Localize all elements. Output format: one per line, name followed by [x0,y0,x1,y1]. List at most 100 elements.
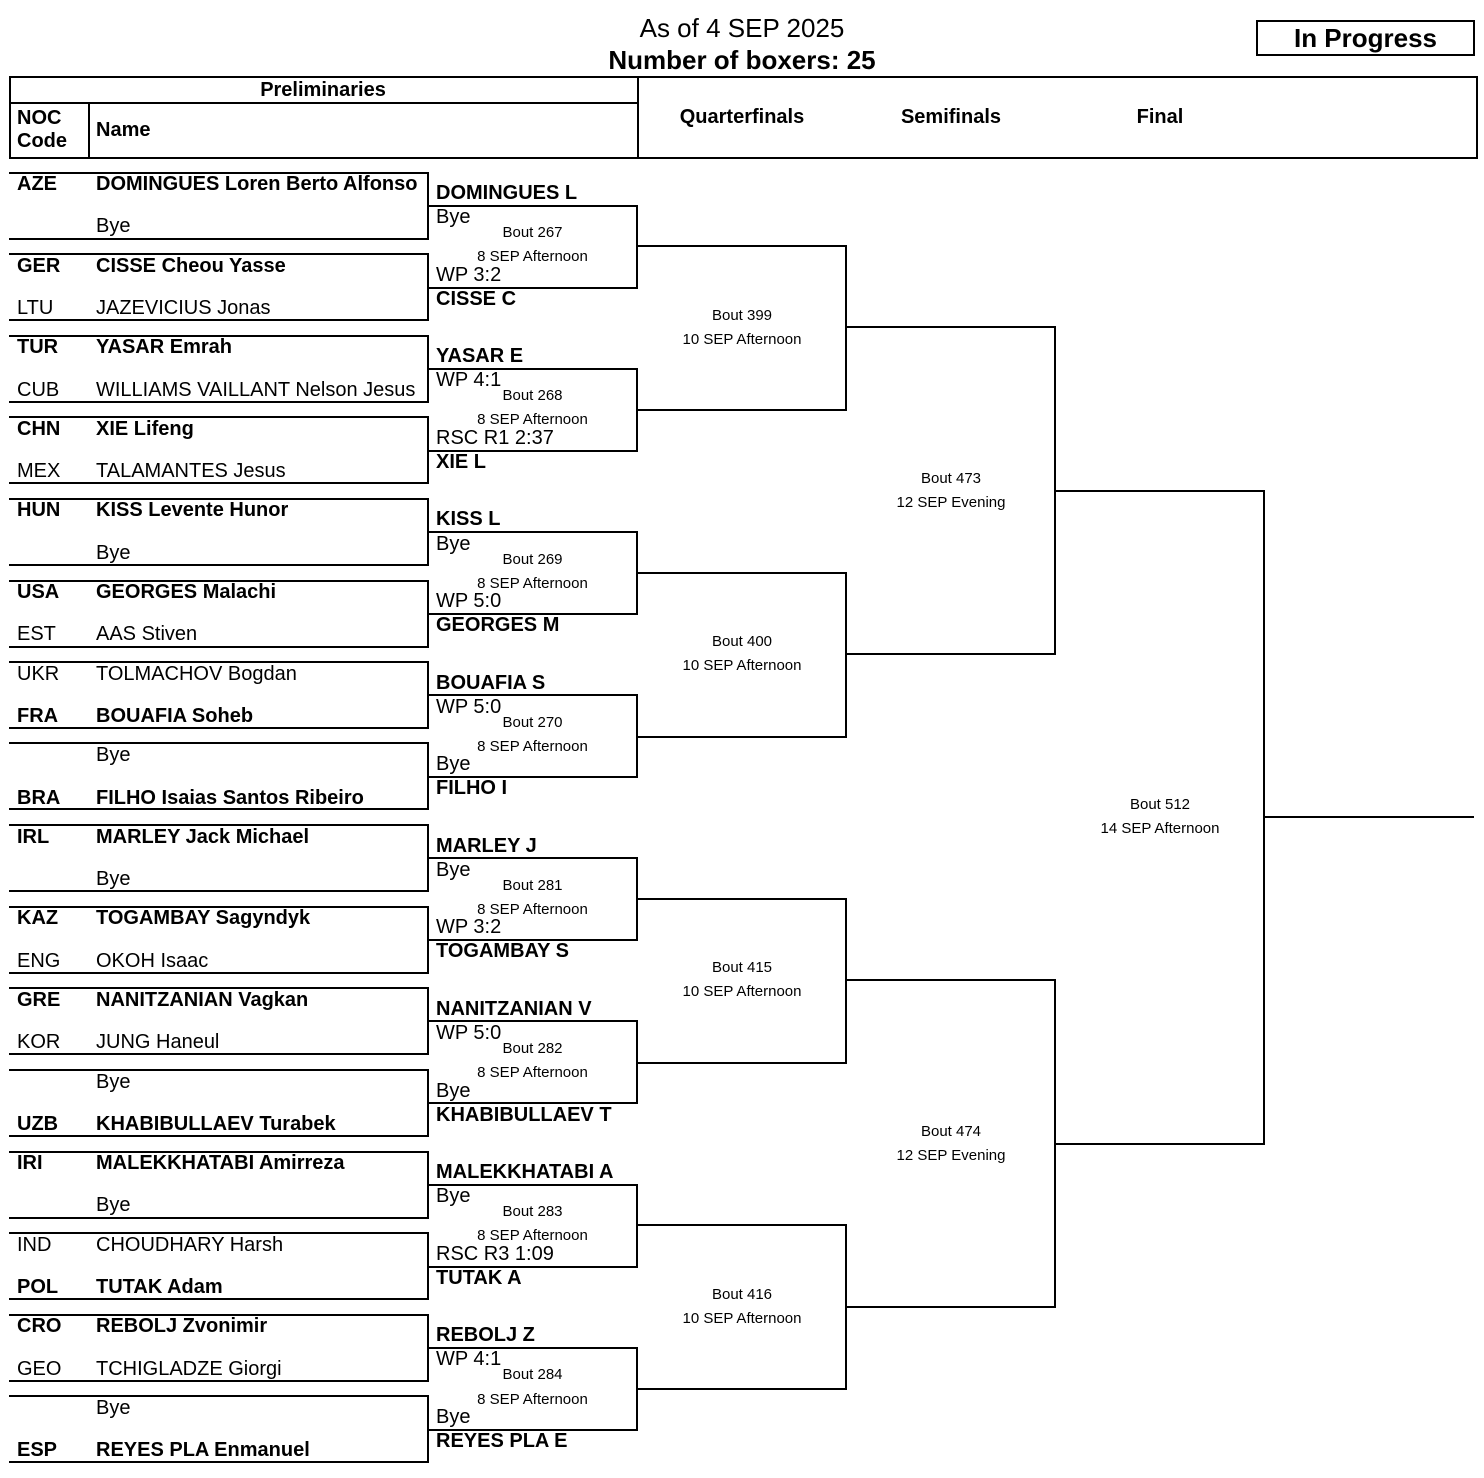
bout-number: Bout 399 [711,307,773,324]
quarterfinal-bout: Bout 415 10 SEP Afternoon [637,956,847,1004]
champion-line [1265,816,1474,818]
bout-schedule: 10 SEP Afternoon [682,657,802,674]
noc-code: HUN [17,499,61,521]
boxer-name: XIE Lifeng [96,418,194,440]
boxer-name: Bye [96,868,131,890]
bout-number: Bout 281 [502,877,563,894]
advancing-boxer: NANITZANIAN V [436,998,592,1020]
boxer-name: FILHO Isaias Santos Ribeiro [96,787,364,809]
boxer-name: Bye [96,542,131,564]
boxer-name: MALEKKHATABI Amirreza [96,1152,345,1174]
noc-code: POL [17,1276,59,1298]
bout-schedule: 14 SEP Afternoon [1100,820,1220,837]
bout-number: Bout 282 [502,1040,563,1057]
noc-code: UKR [17,663,60,685]
noc-code: IRL [17,826,50,848]
advancing-boxer: REYES PLA E [436,1430,568,1452]
bout-schedule: 10 SEP Afternoon [682,331,802,348]
noc-code: IRI [17,1152,43,1174]
quarterfinal-bout: Bout 416 10 SEP Afternoon [637,1283,847,1331]
advancing-boxer: TOGAMBAY S [436,940,569,962]
header-divider [637,76,639,157]
boxer-count: Number of boxers: 25 [608,45,876,75]
semifinal-bout: Bout 474 12 SEP Evening [846,1120,1056,1168]
bout-number: Bout 415 [711,959,773,976]
final-header: Final [1136,106,1184,128]
bout-number: Bout 267 [502,224,563,241]
noc-code: KAZ [17,907,59,929]
bout-result: Bye [436,1406,471,1428]
advancing-boxer: BOUAFIA S [436,672,546,694]
boxer-name: KHABIBULLAEV Turabek [96,1113,336,1135]
noc-code: FRA [17,705,59,727]
bout-schedule: 12 SEP Evening [896,1147,1006,1164]
noc-code: UZB [17,1113,59,1135]
bout-result: Bye [436,753,471,775]
bout-result: WP 5:0 [436,1022,502,1044]
boxer-name: TOLMACHOV Bogdan [96,663,297,685]
bout-bracket [428,1184,638,1268]
advancing-boxer: FILHO I [436,777,508,799]
bout-result: RSC R3 1:09 [436,1243,554,1265]
bout-schedule: 12 SEP Evening [896,494,1006,511]
boxer-name: YASAR Emrah [96,336,232,358]
advancing-boxer: KHABIBULLAEV T [436,1104,612,1126]
bout-result: RSC R1 2:37 [436,427,554,449]
boxer-name: TCHIGLADZE Giorgi [96,1358,282,1380]
noc-code: GER [17,255,61,277]
bout-schedule: 8 SEP Afternoon [477,1391,588,1408]
bout-number: Bout 416 [711,1286,773,1303]
advancing-boxer: DOMINGUES L [436,182,578,204]
noc-code: GRE [17,989,61,1011]
noc-code: AZE [17,173,57,195]
noc-code: USA [17,581,60,603]
boxer-name: GEORGES Malachi [96,581,277,603]
bout-schedule: 8 SEP Afternoon [477,738,588,755]
advancing-boxer: GEORGES M [436,614,560,636]
bout-number: Bout 512 [1129,796,1191,813]
noc-code-header: NOC Code [17,107,67,153]
bout-number: Bout 268 [502,387,563,404]
bout-schedule: 10 SEP Afternoon [682,1310,802,1327]
boxer-name: AAS Stiven [96,623,198,645]
noc-code: LTU [17,297,54,319]
semifinal-bout: Bout 473 12 SEP Evening [846,467,1056,515]
bout-number: Bout 269 [502,551,563,568]
bout-number: Bout 473 [920,470,982,487]
boxer-name: REBOLJ Zvonimir [96,1315,268,1337]
header-subdivider [9,102,638,104]
as-of-date: As of 4 SEP 2025 [639,13,845,43]
advancing-boxer: XIE L [436,451,487,473]
bout-schedule: 8 SEP Afternoon [477,248,588,265]
boxer-name: TUTAK Adam [96,1276,223,1298]
bout-number: Bout 474 [920,1123,982,1140]
noc-code: ESP [17,1439,58,1461]
preliminaries-header: Preliminaries [260,79,386,101]
advancing-boxer: MALEKKHATABI A [436,1161,614,1183]
advancing-boxer: MARLEY J [436,835,537,857]
boxer-name: DOMINGUES Loren Berto Alfonso [96,173,418,195]
boxer-name: JAZEVICIUS Jonas [96,297,271,319]
bout-schedule: 8 SEP Afternoon [477,411,588,428]
boxer-name: TOGAMBAY Sagyndyk [96,907,311,929]
bout-result: Bye [436,533,471,555]
noc-code: CHN [17,418,61,440]
bout-schedule: 8 SEP Afternoon [477,1064,588,1081]
name-header: Name [96,119,151,141]
boxer-name: Bye [96,1397,131,1419]
quarterfinal-bracket [637,245,847,411]
quarterfinal-bracket [637,898,847,1064]
bout-number: Bout 400 [711,633,773,650]
bout-result: Bye [436,1185,471,1207]
noc-code: ENG [17,950,61,972]
boxer-name: MARLEY Jack Michael [96,826,310,848]
bout-number: Bout 284 [502,1366,563,1383]
advancing-boxer: TUTAK A [436,1267,522,1289]
noc-code: MEX [17,460,61,482]
boxer-name: Bye [96,1071,131,1093]
noc-code: CUB [17,379,60,401]
boxer-name: CISSE Cheou Yasse [96,255,286,277]
quarterfinal-bracket [637,572,847,738]
bout-result: WP 5:0 [436,590,502,612]
bout-result: WP 4:1 [436,1348,502,1370]
